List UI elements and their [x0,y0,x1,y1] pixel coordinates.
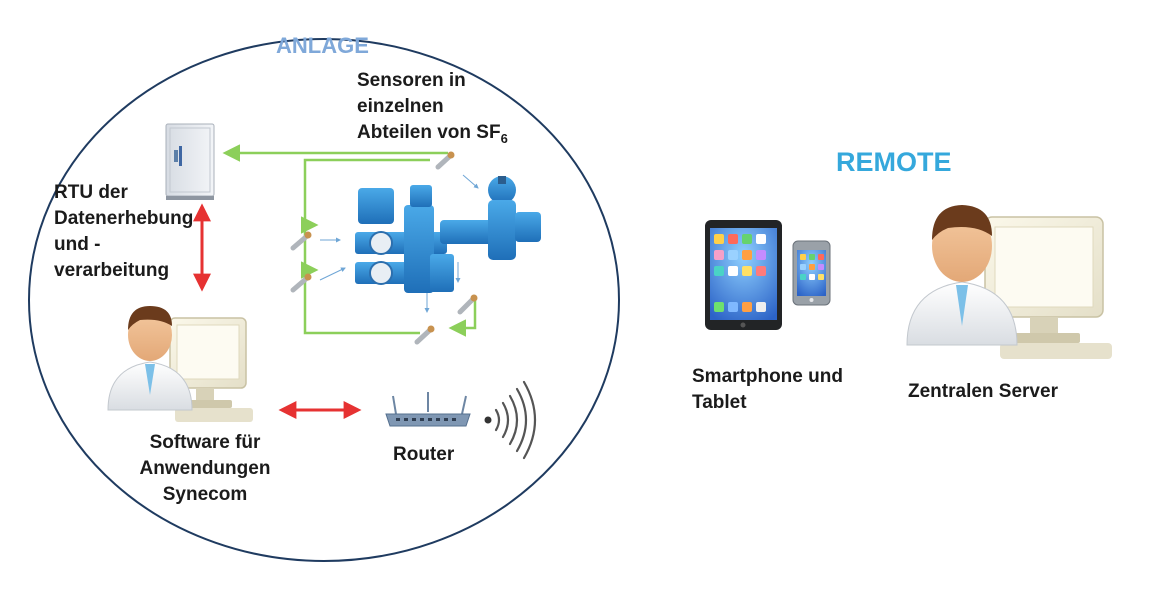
remote-title: REMOTE [836,147,952,177]
anlage-boundary-circle [28,38,620,562]
rtu-label-line3: und - [54,234,101,255]
sensors-label-line2: einzelnen [357,96,444,117]
tablet-icon [705,220,782,330]
anlage-title: ANLAGE [276,33,369,58]
sf6-subscript: 6 [500,130,508,146]
router-icon [385,392,471,427]
sf6-sensor-icon [435,151,455,170]
sensor-loop-return [448,300,477,337]
software-label-line2: Anwendungen [139,458,271,479]
rtu-label-line2: Datenerhebung [54,208,194,229]
sensors-label: Sensoren in einzelnen Abteilen von SF6 [357,68,508,152]
devices-label: Smartphone und Tablet [692,364,843,416]
smartphone-icon [792,240,831,306]
software-label: Software für Anwendungen Synecom [110,430,300,508]
sf6-sensor-icon [414,325,435,345]
rtu-label-line1: RTU der [54,182,128,203]
router-label: Router [393,444,455,465]
server-label: Zentralen Server [908,381,1058,402]
sensors-label-line3: Abteilen von SF6 [357,122,508,146]
sf6-sensor-icon [457,294,478,315]
devices-label-line2: Tablet [692,392,747,413]
sensors-label-line1: Sensoren in [357,70,466,91]
software-label-line1: Software für [149,432,261,453]
rtu-label-line4: verarbeitung [54,260,170,281]
devices-label-line1: Smartphone und [692,366,843,387]
sf6-sensor-icon [290,273,312,293]
central-server-operator-icon [906,205,1112,359]
sensor-loop-line [303,158,430,335]
sf6-sensor-icon [290,231,312,251]
software-label-line3: Synecom [162,484,248,505]
wireless-signal-icon [484,380,537,460]
rtu-label: RTU der Datenerhebung und - verarbeitung [54,180,193,284]
rtu-cabinet-icon [165,123,215,200]
gis-switchgear-icon [355,176,541,293]
software-operator-icon [107,306,253,422]
